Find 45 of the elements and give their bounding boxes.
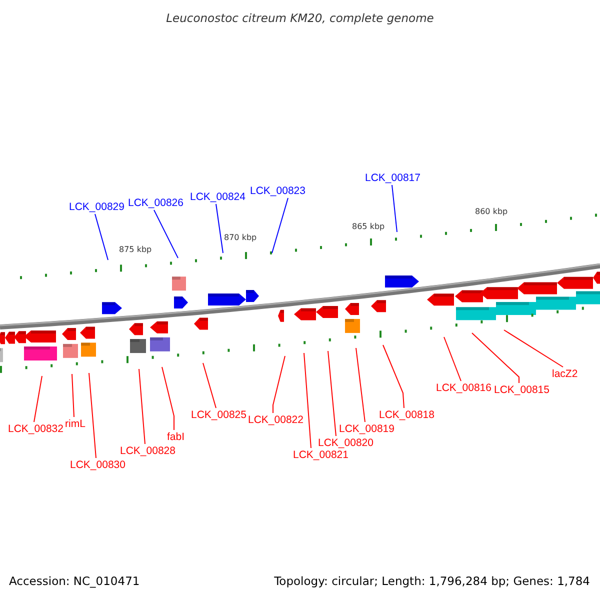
leader-line bbox=[162, 366, 174, 430]
gene-label: LCK_00823 bbox=[250, 185, 306, 197]
gene-label: LCK_00818 bbox=[379, 409, 434, 421]
gene-label: LCK_00832 bbox=[8, 423, 64, 435]
gene-label: LCK_00817 bbox=[365, 172, 420, 184]
leader-line bbox=[154, 210, 178, 258]
leader-line bbox=[88, 372, 96, 458]
leader-line bbox=[202, 362, 216, 408]
gene-label: LCK_00819 bbox=[339, 423, 394, 435]
leader-line bbox=[444, 336, 462, 382]
gene-label: LCK_00829 bbox=[69, 201, 124, 213]
scale-label: 860 kbp bbox=[475, 207, 508, 217]
leader-line bbox=[304, 352, 312, 448]
gene-label: LCK_00820 bbox=[318, 437, 374, 449]
gene-label: LCK_00830 bbox=[70, 459, 126, 471]
gene-label: LCK_00816 bbox=[436, 382, 492, 394]
scale-label: 875 kbp bbox=[119, 245, 152, 255]
title: Leuconostoc citreum KM20, complete genome bbox=[165, 11, 435, 25]
leader-line bbox=[34, 376, 42, 422]
leader-line bbox=[382, 344, 404, 408]
leader-line bbox=[72, 374, 74, 418]
footer-text: Accession: NC_010471 bbox=[9, 574, 140, 588]
leader-line bbox=[472, 332, 520, 384]
leader-line bbox=[216, 204, 224, 254]
gene-label: lacZ2 bbox=[552, 368, 578, 380]
leader-line bbox=[138, 368, 146, 444]
gene-label: rimL bbox=[65, 418, 86, 430]
footer-text: Topology: circular; Length: 1,796,284 bp; Genes: 1,784 bbox=[274, 574, 590, 588]
gene-label: LCK_00821 bbox=[293, 449, 348, 461]
leader-line bbox=[392, 184, 398, 232]
leader-line bbox=[272, 198, 288, 254]
gene-label: LCK_00822 bbox=[248, 414, 304, 426]
scale-label: 865 kbp bbox=[352, 222, 385, 232]
gene-label: fabI bbox=[167, 431, 185, 443]
leader-line bbox=[504, 330, 564, 368]
gene-label: LCK_00824 bbox=[190, 191, 246, 203]
gene-label: LCK_00825 bbox=[191, 409, 246, 421]
leader-line bbox=[94, 214, 108, 260]
gene-label: LCK_00828 bbox=[120, 445, 176, 457]
gene-label: LCK_00815 bbox=[494, 384, 550, 396]
leader-line bbox=[356, 348, 366, 422]
leader-line bbox=[328, 350, 336, 436]
scale-label: 870 kbp bbox=[224, 233, 257, 243]
leader-line bbox=[272, 356, 286, 414]
gene-label: LCK_00826 bbox=[128, 197, 184, 209]
